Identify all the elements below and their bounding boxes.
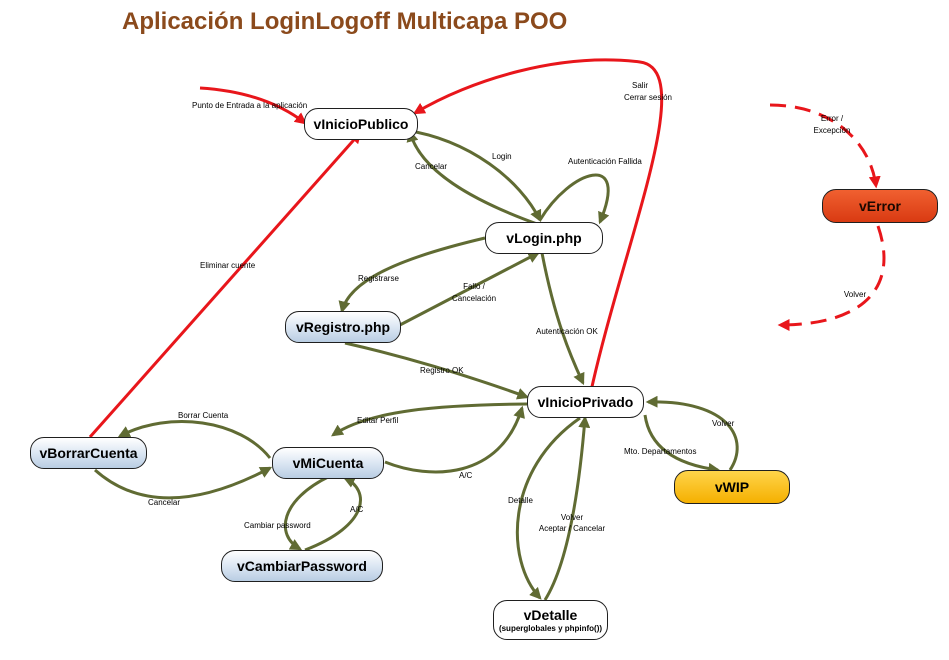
arrow-cancelar-borrar — [94, 466, 273, 500]
node-vregistro-label: vRegistro.php — [295, 319, 391, 335]
node-verror: vError — [822, 189, 938, 223]
label-registro-ok: Registro OK — [420, 366, 464, 375]
arrow-mto-departamentos — [643, 414, 721, 475]
arrow-detalle — [516, 416, 581, 600]
label-ac-micuenta: A/C — [459, 471, 473, 480]
node-vdetalle: vDetalle (superglobales y phpinfo()) — [493, 600, 608, 640]
node-vmi-cuenta: vMiCuenta — [272, 447, 384, 479]
node-vborrar-cuenta-label: vBorrarCuenta — [39, 445, 138, 461]
node-vregistro: vRegistro.php — [285, 311, 401, 343]
label-punto-entrada: Punto de Entrada a la aplicación — [192, 101, 307, 110]
label-volver-error: Volver — [844, 290, 867, 299]
arrow-cancelar-login — [406, 129, 541, 227]
arrow-registrarse — [338, 236, 486, 314]
node-vdetalle-sublabel: (superglobales y phpinfo()) — [498, 624, 603, 633]
node-vinicio-privado-label: vInicioPrivado — [537, 394, 634, 410]
node-vwip-label: vWIP — [714, 479, 750, 495]
arrow-fallo-cancelacion — [397, 251, 541, 328]
label-excepcion: Excepción — [814, 126, 851, 135]
node-vinicio-publico-label: vInicioPublico — [313, 116, 409, 132]
node-vinicio-publico: vInicioPublico — [304, 108, 418, 140]
label-registrarse: Registrarse — [358, 274, 399, 283]
arrow-borrar-cuenta — [117, 420, 272, 459]
label-borrar-cuenta: Borrar Cuenta — [178, 411, 229, 420]
arrow-autenticacion-fallida — [538, 173, 610, 225]
label-fallo: Fallo / — [463, 282, 486, 291]
node-vlogin: vLogin.php — [485, 222, 603, 254]
label-cambiar-password: Cambiar password — [244, 521, 311, 530]
label-aceptar-cancelar: Aceptar / Cancelar — [539, 524, 606, 533]
label-mto-departamentos: Mto. Departamentos — [624, 447, 696, 456]
arrow-ac-micuenta — [384, 405, 525, 474]
arrow-eliminar-cuenta — [88, 131, 362, 438]
arrow-volver-wip — [645, 395, 739, 471]
arrow-login — [404, 128, 542, 223]
label-volver-wip: Volver — [712, 419, 735, 428]
arrow-registro-ok — [344, 341, 530, 400]
node-vwip: vWIP — [674, 470, 790, 504]
label-cancelacion: Cancelación — [452, 294, 496, 303]
arrow-error — [769, 103, 881, 189]
arrow-cambiar-password — [283, 474, 331, 551]
arrow-ac-password — [304, 476, 362, 552]
arrow-editar-perfil — [331, 402, 528, 437]
label-autenticacion-ok: Autenticación OK — [536, 327, 598, 336]
arrow-volver-error — [777, 225, 886, 331]
node-vcambiar-password: vCambiarPassword — [221, 550, 383, 582]
node-vmi-cuenta-label: vMiCuenta — [292, 455, 364, 471]
arrow-entry — [199, 86, 307, 125]
node-vdetalle-label: vDetalle — [523, 607, 578, 623]
node-verror-label: vError — [858, 198, 902, 214]
label-detalle: Detalle — [508, 496, 533, 505]
label-volver-detalle: Volver — [561, 513, 584, 522]
arrow-volver-detalle — [543, 415, 591, 601]
label-autenticacion-fallida: Autenticación Fallida — [568, 157, 642, 166]
label-error: Error / — [821, 114, 844, 123]
label-ac-password: A/C — [350, 505, 364, 514]
edge-labels: Punto de Entrada a la aplicación Salir C… — [148, 81, 866, 533]
label-eliminar-cuente: Eliminar cuente — [200, 261, 256, 270]
label-cancelar-borrar: Cancelar — [148, 498, 180, 507]
node-vcambiar-password-label: vCambiarPassword — [237, 558, 367, 574]
label-salir: Salir — [632, 81, 648, 90]
label-cancelar-login: Cancelar — [415, 162, 447, 171]
label-editar-perfil: Editar Perfil — [357, 416, 399, 425]
arrow-salir — [412, 58, 664, 406]
node-vlogin-label: vLogin.php — [506, 230, 582, 246]
node-vinicio-privado: vInicioPrivado — [527, 386, 644, 418]
label-login: Login — [492, 152, 512, 161]
diagram-title: Aplicación LoginLogoff Multicapa POO — [122, 8, 568, 35]
node-vborrar-cuenta: vBorrarCuenta — [30, 437, 147, 469]
arrow-autenticacion-ok — [540, 252, 585, 386]
label-cerrar-sesion: Cerrar sesión — [624, 93, 672, 102]
